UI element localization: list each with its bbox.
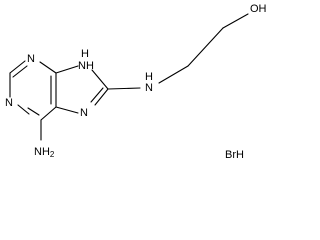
atom-oh: OH bbox=[250, 3, 267, 15]
bond-c6-n1 bbox=[17, 104, 30, 115]
bond-c2-n3-double bbox=[12, 65, 28, 78]
atom-nh2-main: NH bbox=[34, 146, 50, 158]
bond-ch2a-ch2b bbox=[187, 27, 224, 67]
atom-nh2: NH2 bbox=[34, 146, 55, 159]
atom-h9: H bbox=[81, 48, 89, 60]
bond-n3-c4 bbox=[39, 61, 57, 74]
bond-nh-ch2a bbox=[158, 65, 189, 84]
bond-c4-n9 bbox=[55, 65, 79, 74]
bond-c8-nh bbox=[107, 87, 141, 90]
atom-labels: N N H NH N N H OH NH2 BrH bbox=[5, 3, 267, 161]
bond-n9-c8 bbox=[91, 69, 109, 90]
bond-n7-c5 bbox=[55, 106, 79, 114]
counterion-label: BrH bbox=[225, 149, 244, 161]
bond-c8-n7-double bbox=[90, 87, 104, 103]
atom-n7: N bbox=[80, 107, 88, 119]
atom-n3: N bbox=[27, 53, 35, 65]
bonds bbox=[9, 13, 249, 141]
atom-n1: N bbox=[5, 97, 13, 109]
bond-c8-n7 bbox=[94, 88, 109, 106]
bond-ch2b-oh bbox=[222, 13, 249, 29]
atom-nh9: NH bbox=[78, 60, 94, 72]
bond-c6-n1-double bbox=[27, 107, 40, 116]
atom-nh2-subscript: 2 bbox=[50, 150, 55, 159]
chemical-structure: N N H NH N N H OH NH2 BrH bbox=[5, 3, 267, 161]
atom-h-side: H bbox=[145, 71, 153, 83]
atom-nh-side: N bbox=[145, 82, 153, 94]
bond-c2-n3 bbox=[9, 60, 26, 74]
bond-c5-c6 bbox=[40, 106, 57, 121]
